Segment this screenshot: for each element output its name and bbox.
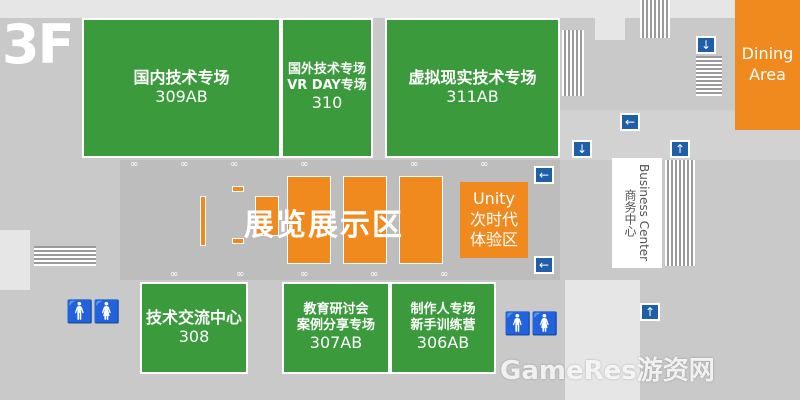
arrow-down-icon: ↓ bbox=[572, 140, 592, 158]
hall-306ab-name-line1: 制作人专场 bbox=[410, 302, 476, 317]
hall-306ab-name-line2: 新手训练营 bbox=[410, 317, 476, 333]
booth-block bbox=[343, 176, 387, 264]
unity-zone-line3: 体验区 bbox=[469, 230, 518, 250]
hall-310[interactable]: 国外技术专场 VR DAY专场 310 bbox=[281, 18, 373, 158]
hall-310-number: 310 bbox=[311, 93, 343, 113]
door-marker: ∞ bbox=[180, 159, 189, 170]
watermark-cn: 游资网 bbox=[636, 356, 715, 386]
door-marker: ∞ bbox=[300, 159, 309, 170]
arrow-left-icon: ← bbox=[534, 256, 554, 274]
booth-block bbox=[287, 176, 331, 264]
hall-310-name-line1: 国外技术专场 bbox=[287, 62, 366, 77]
door-marker: ∞ bbox=[370, 269, 379, 280]
booth-strip bbox=[232, 186, 244, 192]
hall-309ab-name: 国内技术专场 bbox=[133, 68, 230, 87]
booth-strip bbox=[232, 238, 244, 244]
door-marker: ∞ bbox=[170, 269, 179, 280]
dining-line2: Area bbox=[749, 65, 786, 84]
business-center[interactable]: 商务中心 Business Center bbox=[612, 158, 662, 268]
floor-label: 3F bbox=[2, 13, 74, 76]
door-marker: ∞ bbox=[230, 159, 239, 170]
top-wall bbox=[0, 0, 800, 18]
arrow-up-icon: ↑ bbox=[670, 140, 690, 158]
booth-block bbox=[255, 196, 279, 236]
hall-309ab-number: 309AB bbox=[155, 87, 208, 107]
business-center-en: Business Center bbox=[637, 164, 651, 262]
hall-308-name: 技术交流中心 bbox=[145, 308, 242, 327]
left-wall bbox=[0, 230, 30, 290]
dining-line1: Dining bbox=[741, 44, 794, 64]
hall-311ab-name: 虚拟现实技术专场 bbox=[408, 68, 537, 87]
hall-306ab[interactable]: 制作人专场 新手训练营 306AB bbox=[390, 282, 496, 374]
stairs-icon bbox=[34, 246, 96, 266]
restroom-icon: 🚹🚺 bbox=[504, 312, 559, 337]
door-marker: ∞ bbox=[410, 159, 419, 170]
hall-308[interactable]: 技术交流中心 308 bbox=[140, 282, 248, 374]
arrow-up-icon: ↑ bbox=[640, 303, 660, 321]
arrow-left-icon: ← bbox=[534, 166, 554, 184]
watermark-latin: GameRes bbox=[500, 356, 637, 386]
hall-311ab[interactable]: 虚拟现实技术专场 311AB bbox=[385, 18, 560, 158]
hall-307ab-name-line2: 案例分享专场 bbox=[296, 317, 375, 333]
arrow-down-icon: ↓ bbox=[696, 36, 716, 54]
hall-306ab-number: 306AB bbox=[416, 333, 470, 353]
hall-307ab-number: 307AB bbox=[309, 333, 363, 353]
hall-308-number: 308 bbox=[178, 327, 210, 347]
hall-310-name-line2: VR DAY专场 bbox=[287, 77, 367, 93]
unity-zone[interactable]: Unity 次时代 体验区 bbox=[460, 182, 528, 258]
bottom-right-wall bbox=[565, 280, 640, 400]
arrow-left-icon: ← bbox=[620, 113, 640, 131]
business-center-cn: 商务中心 bbox=[623, 189, 637, 237]
hall-307ab-name-line1: 教育研讨会 bbox=[303, 302, 369, 317]
watermark: GameRes游资网 bbox=[500, 350, 715, 387]
top-right-wall bbox=[595, 0, 625, 40]
dining-area[interactable]: Dining Area bbox=[735, 0, 800, 130]
stairs-icon bbox=[696, 56, 722, 96]
restroom-icon: 🚹🚺 bbox=[66, 300, 121, 325]
unity-zone-line1: Unity bbox=[472, 188, 516, 208]
hall-309ab[interactable]: 国内技术专场 309AB bbox=[82, 18, 281, 158]
stairs-icon bbox=[562, 30, 584, 96]
door-marker: ∞ bbox=[480, 159, 489, 170]
door-marker: ∞ bbox=[130, 159, 139, 170]
stairs-icon bbox=[665, 160, 695, 266]
booth-block bbox=[399, 176, 443, 264]
exhibition-area-label: 展览展示区 bbox=[244, 208, 404, 243]
stairs-icon bbox=[640, 0, 670, 38]
booth-strip bbox=[200, 196, 206, 246]
door-marker: ∞ bbox=[300, 269, 309, 280]
hall-311ab-number: 311AB bbox=[446, 87, 499, 107]
unity-zone-line2: 次时代 bbox=[469, 209, 518, 229]
door-marker: ∞ bbox=[440, 269, 449, 280]
hall-307ab[interactable]: 教育研讨会 案例分享专场 307AB bbox=[282, 282, 390, 374]
door-marker: ∞ bbox=[236, 269, 245, 280]
